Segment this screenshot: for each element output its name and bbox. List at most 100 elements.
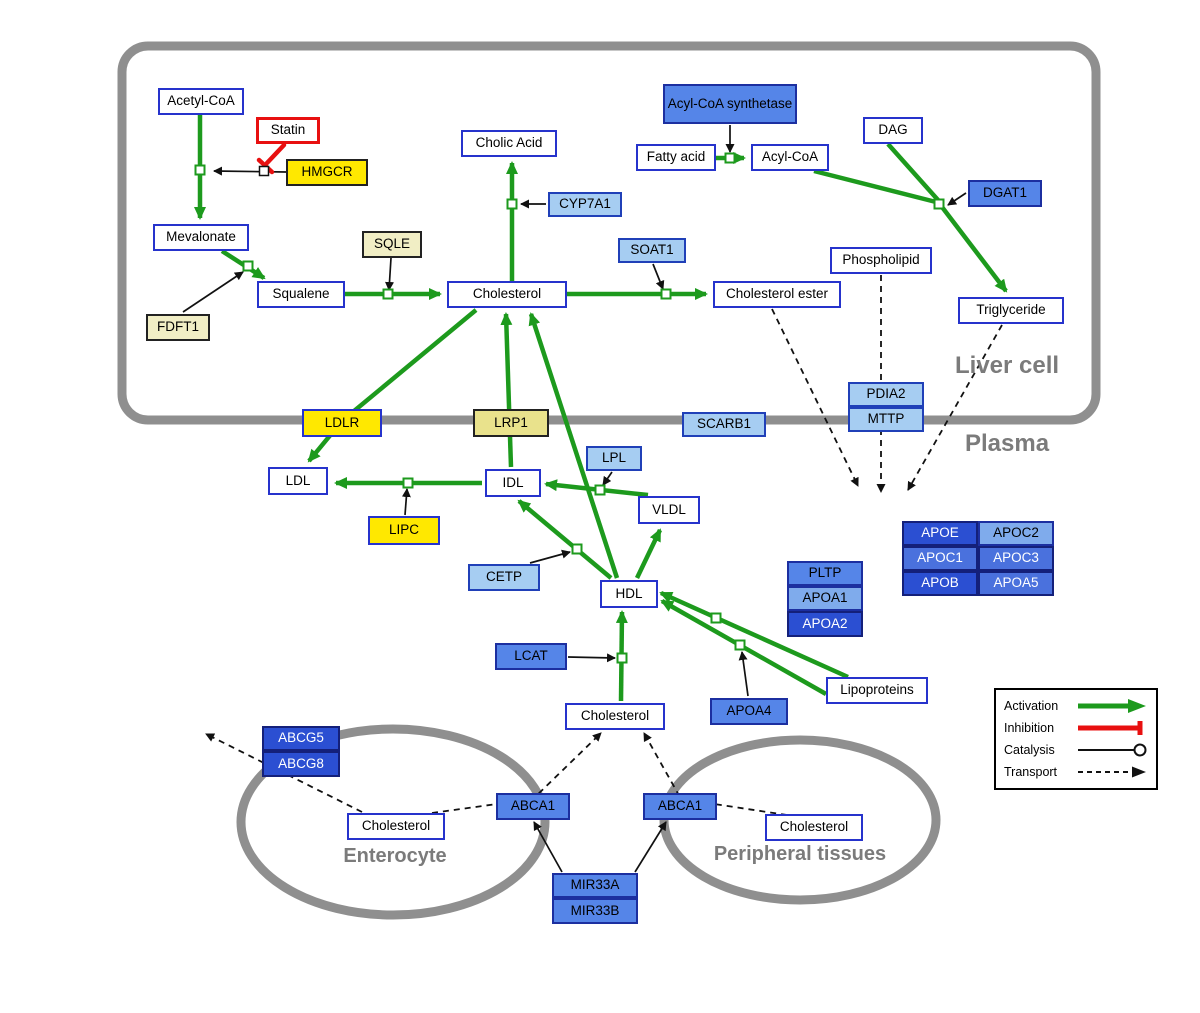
liver-cell-label: Liver cell	[955, 352, 1060, 379]
node-triglyceride[interactable]: Triglyceride	[958, 297, 1064, 324]
node-statin[interactable]: Statin	[256, 117, 320, 144]
node-dag[interactable]: DAG	[863, 117, 923, 144]
node-abcg8[interactable]: ABCG8	[262, 751, 340, 777]
catalysis-hmgcr	[213, 166, 287, 176]
node-cholic-acid[interactable]: Cholic Acid	[461, 130, 557, 157]
legend-activation-label: Activation	[1004, 699, 1059, 713]
catalysis-lcat	[567, 653, 616, 663]
node-mevalonate[interactable]: Mevalonate	[153, 224, 249, 251]
activation-hdl-vldl	[634, 528, 663, 579]
reaction-node	[571, 543, 583, 555]
node-apoa5[interactable]: APOA5	[978, 571, 1054, 596]
enterocyte-membrane	[236, 724, 550, 920]
catalysis-lipc	[401, 488, 411, 516]
catalysis-soat1	[652, 263, 665, 290]
catalysis-dgat1	[947, 192, 967, 206]
node-ldl[interactable]: LDL	[268, 467, 328, 495]
node-abca1-left[interactable]: ABCA1	[496, 793, 570, 820]
transport-triglyceride-plasma	[907, 324, 1003, 491]
node-apoc3[interactable]: APOC3	[978, 546, 1054, 571]
reaction-node	[734, 639, 746, 651]
legend-inhibition-label: Inhibition	[1004, 721, 1055, 735]
node-apoe[interactable]: APOE	[902, 521, 978, 546]
node-abcg5[interactable]: ABCG5	[262, 726, 340, 751]
catalysis-mir33-abca1-right	[634, 821, 667, 873]
node-lipc[interactable]: LIPC	[368, 516, 440, 545]
legend-row-inhibition: Inhibition	[1004, 720, 1148, 736]
legend-catalysis-label: Catalysis	[1004, 743, 1055, 757]
legend: Activation Inhibition Catalysis Transpor…	[994, 688, 1158, 790]
activation-idl-lrp1-cholesterol	[500, 312, 514, 468]
node-lcat[interactable]: LCAT	[495, 643, 567, 670]
reaction-node	[660, 288, 672, 300]
node-idl[interactable]: IDL	[485, 469, 541, 497]
activation-dag-junction	[886, 142, 940, 202]
node-cyp7a1[interactable]: CYP7A1	[548, 192, 622, 217]
node-lipoproteins[interactable]: Lipoproteins	[826, 677, 928, 704]
catalysis-circle-icon	[1078, 743, 1147, 757]
node-squalene[interactable]: Squalene	[257, 281, 345, 308]
node-pdia2[interactable]: PDIA2	[848, 382, 924, 407]
node-mir33a[interactable]: MIR33A	[552, 873, 638, 898]
node-apob[interactable]: APOB	[902, 571, 978, 596]
node-cholesterol-enterocyte[interactable]: Cholesterol	[347, 813, 445, 840]
reaction-node	[710, 612, 722, 624]
node-cholesterol-ester[interactable]: Cholesterol ester	[713, 281, 841, 308]
plasma-label: Plasma	[965, 430, 1050, 457]
node-abca1-right[interactable]: ABCA1	[643, 793, 717, 820]
reaction-node	[506, 198, 518, 210]
node-mttp[interactable]: MTTP	[848, 407, 924, 432]
node-cholesterol-peripheral[interactable]: Cholesterol	[765, 814, 863, 841]
node-apoa4[interactable]: APOA4	[710, 698, 788, 725]
transport-cholesterol-abcg5g8-out	[205, 733, 363, 813]
node-phospholipid[interactable]: Phospholipid	[830, 247, 932, 274]
activation-hdl-cholesterol-liver	[528, 312, 620, 579]
node-mir33b[interactable]: MIR33B	[552, 898, 638, 924]
node-vldl[interactable]: VLDL	[638, 496, 700, 524]
liver-cell-membrane	[117, 41, 1101, 425]
node-scarb1[interactable]: SCARB1	[682, 412, 766, 437]
catalysis-mir33-abca1-left	[533, 821, 563, 873]
transport-peripheral-abca1-plasma	[643, 732, 788, 816]
peripheral-tissues-membrane	[659, 735, 941, 905]
reaction-node	[402, 477, 414, 489]
legend-row-catalysis: Catalysis	[1004, 742, 1148, 758]
catalysis-lpl	[602, 471, 613, 486]
peripheral-tissues-label: Peripheral tissues	[713, 843, 887, 865]
catalysis-junction-square	[258, 165, 270, 177]
node-apoa2[interactable]: APOA2	[787, 611, 863, 637]
activation-hdl-idl	[517, 499, 613, 580]
node-lrp1[interactable]: LRP1	[473, 409, 549, 437]
node-dgat1[interactable]: DGAT1	[968, 180, 1042, 207]
node-hdl[interactable]: HDL	[600, 580, 658, 608]
activation-arrow-icon	[1078, 699, 1146, 713]
node-sqle[interactable]: SQLE	[362, 231, 422, 258]
node-cholesterol-plasma[interactable]: Cholesterol	[565, 703, 665, 730]
node-lpl[interactable]: LPL	[586, 446, 642, 471]
node-soat1[interactable]: SOAT1	[618, 238, 686, 263]
legend-row-activation: Activation	[1004, 698, 1148, 714]
node-acylcoa-synthetase[interactable]: Acyl-CoA synthetase	[663, 84, 797, 124]
reaction-node	[242, 260, 254, 272]
legend-row-transport: Transport	[1004, 764, 1148, 780]
node-apoc2[interactable]: APOC2	[978, 521, 1054, 546]
reaction-node	[616, 652, 628, 664]
node-acetyl-coa[interactable]: Acetyl-CoA	[158, 88, 244, 115]
node-cholesterol-liver[interactable]: Cholesterol	[447, 281, 567, 308]
node-pltp[interactable]: PLTP	[787, 561, 863, 586]
node-fdft1[interactable]: FDFT1	[146, 314, 210, 341]
legend-transport-label: Transport	[1004, 765, 1058, 779]
inhibition-statin-line	[264, 142, 287, 166]
node-cetp[interactable]: CETP	[468, 564, 540, 591]
node-ldlr[interactable]: LDLR	[302, 409, 382, 437]
node-fatty-acid[interactable]: Fatty acid	[636, 144, 716, 171]
node-apoa1[interactable]: APOA1	[787, 586, 863, 611]
node-acyl-coa[interactable]: Acyl-CoA	[751, 144, 829, 171]
reaction-node	[382, 288, 394, 300]
node-hmgcr[interactable]: HMGCR	[286, 159, 368, 186]
reaction-node	[933, 198, 945, 210]
activation-lipoproteins-hdl-1	[659, 590, 849, 680]
node-apoc1[interactable]: APOC1	[902, 546, 978, 571]
